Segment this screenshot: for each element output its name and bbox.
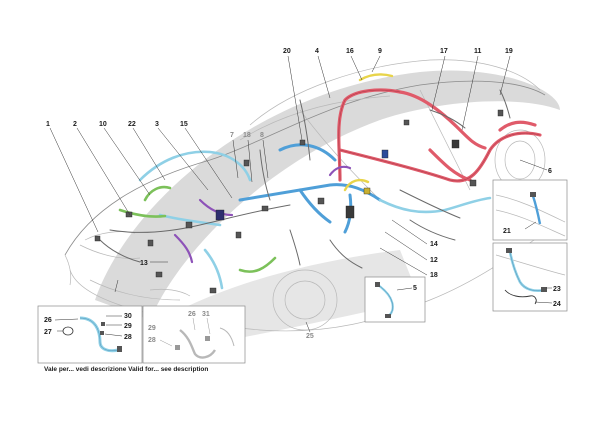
leader-lines	[49, 55, 548, 333]
harness-purple	[173, 165, 352, 264]
callout-21: 21	[503, 228, 511, 235]
callout-18-top: 18	[243, 132, 251, 139]
callout-11: 11	[474, 48, 482, 55]
callout-22: 22	[128, 121, 136, 128]
callout-10: 10	[99, 121, 107, 128]
caption-valid-for: Vale per... vedi descrizione Valid for..…	[44, 366, 208, 373]
callout-27: 27	[44, 329, 52, 336]
harness-green	[118, 185, 277, 273]
inset-parts-23-24: 23 24	[492, 242, 568, 312]
callout-25: 25	[306, 333, 314, 340]
inset-part-21: 21	[492, 179, 568, 241]
callout-5: 5	[413, 285, 417, 292]
inset-part-5: 5	[364, 276, 426, 323]
inset-parts-26-30: 26 27 30 29 28	[37, 305, 143, 364]
car-outline	[64, 59, 549, 332]
callout-4: 4	[315, 48, 319, 55]
callout-23: 23	[553, 286, 561, 293]
callout-1: 1	[46, 121, 50, 128]
callout-29-gray: 29	[148, 325, 156, 332]
callout-8: 8	[260, 132, 264, 139]
callout-31: 31	[202, 311, 210, 318]
callout-24: 24	[553, 301, 561, 308]
callout-17: 17	[440, 48, 448, 55]
callout-26-gray: 26	[188, 311, 196, 318]
callout-19: 19	[505, 48, 513, 55]
callout-16: 16	[346, 48, 354, 55]
connectors	[94, 109, 504, 294]
inset-parts-26-31-gray: 26 31 29 28	[142, 305, 246, 364]
callout-28-gray: 28	[148, 337, 156, 344]
callout-9: 9	[378, 48, 382, 55]
callout-6: 6	[548, 168, 552, 175]
background-swoosh	[95, 70, 560, 320]
callout-labels: 1 2 10 22 3 15 7 18 8 20 4 16 9 17 11 19…	[46, 48, 552, 340]
callout-18-bottom: 18	[430, 272, 438, 279]
callout-15: 15	[180, 121, 188, 128]
callout-13: 13	[140, 260, 148, 267]
callout-14: 14	[430, 241, 438, 248]
harness-red-outline	[338, 89, 541, 182]
harness-gray	[99, 89, 511, 269]
callout-28: 28	[124, 334, 132, 341]
harness-yellow	[343, 73, 394, 192]
callout-7: 7	[230, 132, 234, 139]
callout-12: 12	[430, 257, 438, 264]
callout-20: 20	[283, 48, 291, 55]
callout-2: 2	[73, 121, 77, 128]
callout-30: 30	[124, 313, 132, 320]
callout-3: 3	[155, 121, 159, 128]
callout-26: 26	[44, 317, 52, 324]
callout-29: 29	[124, 323, 132, 330]
